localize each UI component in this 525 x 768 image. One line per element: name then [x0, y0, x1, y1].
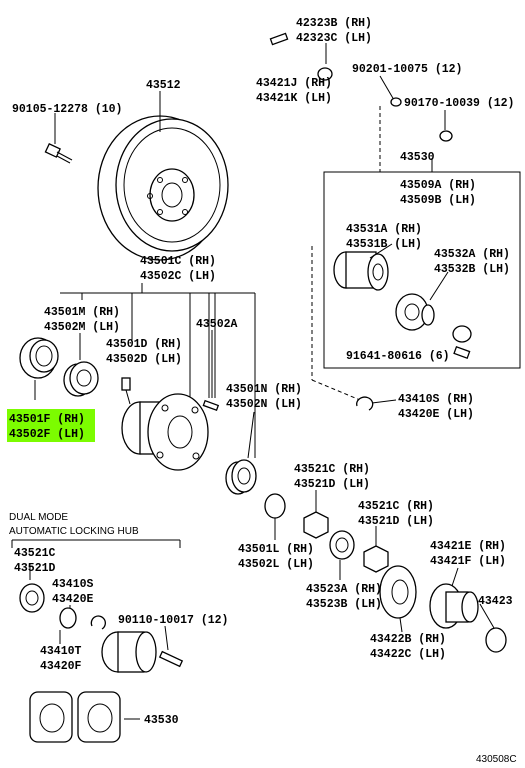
bearing-43501m	[63, 361, 99, 397]
label-43502d: 43502D (LH)	[106, 353, 182, 366]
label-43523b: 43523B (LH)	[306, 598, 382, 611]
washer-90201	[390, 97, 402, 107]
label-dual-43521c: 43521C	[14, 547, 56, 560]
snap-ring-dual-43410t	[90, 615, 106, 630]
label-43422c: 43422C (LH)	[370, 648, 446, 661]
nut-dual-43521c	[19, 583, 45, 613]
nut-43421j	[317, 67, 333, 81]
label-42323c: 42323C (LH)	[296, 32, 372, 45]
dual-hub-body	[101, 631, 157, 673]
label-43501n: 43501N (RH)	[226, 383, 302, 396]
snap-ring-43410s	[356, 396, 374, 411]
label-dual-43410s: 43410S	[52, 578, 94, 591]
label-90105: 90105-12278 (10)	[12, 103, 122, 116]
gasket-43422b	[379, 565, 417, 619]
label-43509a: 43509A (RH)	[400, 179, 476, 192]
label-43530-bottom: 43530	[144, 714, 179, 727]
pin-43502a	[202, 399, 220, 412]
label-43502l: 43502L (LH)	[238, 558, 314, 571]
highlight-box	[7, 409, 95, 442]
lock-washer-43523a	[329, 530, 355, 560]
label-43501f: 43501F (RH)	[9, 413, 85, 426]
label-43532a: 43532A (RH)	[434, 248, 510, 261]
label-90170: 90170-10039 (12)	[404, 97, 514, 110]
axle-hub-43502	[121, 393, 209, 471]
label-43410s-right: 43410S (RH)	[398, 393, 474, 406]
label-43509b: 43509B (LH)	[400, 194, 476, 207]
label-dual-mode: DUAL MODE	[9, 512, 68, 523]
label-43420f: 43420F	[40, 660, 82, 673]
label-43421e: 43421E (RH)	[430, 540, 506, 553]
label-43423: 43423	[478, 595, 513, 608]
bearing-43501n	[225, 459, 257, 495]
label-43530-top: 43530	[400, 151, 435, 164]
label-43521d-b: 43521D (LH)	[358, 515, 434, 528]
diagram-code: 430508C	[476, 754, 517, 765]
flange-43421e	[429, 583, 479, 629]
label-43501m: 43501M (RH)	[44, 306, 120, 319]
hub-bolt-43501d	[121, 377, 131, 391]
label-43502a: 43502A	[196, 318, 238, 331]
ring-90170	[439, 130, 453, 142]
label-90110: 90110-10017 (12)	[118, 614, 228, 627]
oil-seal-43501f	[19, 337, 59, 379]
label-43521c-a: 43521C (RH)	[294, 463, 370, 476]
label-43502m: 43502M (LH)	[44, 321, 120, 334]
bolt-91641	[453, 345, 471, 359]
nut-43521c	[303, 511, 329, 539]
label-43501l: 43501L (RH)	[238, 543, 314, 556]
nut-43521c-b	[363, 545, 389, 573]
label-43531a: 43531A (RH)	[346, 223, 422, 236]
label-43422b: 43422B (RH)	[370, 633, 446, 646]
label-auto-locking-hub: AUTOMATIC LOCKING HUB	[9, 526, 139, 537]
label-43502n: 43502N (LH)	[226, 398, 302, 411]
bolt-90110	[158, 650, 184, 668]
label-43521c-b: 43521C (RH)	[358, 500, 434, 513]
free-wheel-hub-43531	[333, 251, 389, 291]
clutch-43532	[395, 293, 435, 331]
brake-disc	[97, 115, 229, 261]
washer-dual-43410s	[59, 607, 77, 629]
label-43421j: 43421J (RH)	[256, 77, 332, 90]
label-43420e-right: 43420E (LH)	[398, 408, 474, 421]
label-42323b: 42323B (RH)	[296, 17, 372, 30]
o-ring-43532	[452, 325, 472, 343]
hub-assembly-box	[323, 171, 521, 369]
label-43502c: 43502C (LH)	[140, 270, 216, 283]
label-43523a: 43523A (RH)	[306, 583, 382, 596]
label-dual-43420e: 43420E	[52, 593, 94, 606]
locking-hub-43530	[29, 691, 121, 743]
label-43421k: 43421K (LH)	[256, 92, 332, 105]
label-43501c: 43501C (RH)	[140, 255, 216, 268]
label-43421f: 43421F (LH)	[430, 555, 506, 568]
label-43410t: 43410T	[40, 645, 82, 658]
stud-42323	[269, 32, 289, 46]
label-43521d-a: 43521D (LH)	[294, 478, 370, 491]
label-dual-43521d: 43521D	[14, 562, 56, 575]
label-90201: 90201-10075 (12)	[352, 63, 462, 76]
label-43531b: 43531B (LH)	[346, 238, 422, 251]
label-43532b: 43532B (LH)	[434, 263, 510, 276]
label-43501d: 43501D (RH)	[106, 338, 182, 351]
cap-43423	[485, 627, 507, 653]
label-91641: 91641-80616 (6)	[346, 350, 450, 363]
label-43502f: 43502F (LH)	[9, 428, 85, 441]
washer-43501l	[264, 493, 286, 519]
label-43512: 43512	[146, 79, 181, 92]
bolt-90105	[44, 142, 73, 164]
